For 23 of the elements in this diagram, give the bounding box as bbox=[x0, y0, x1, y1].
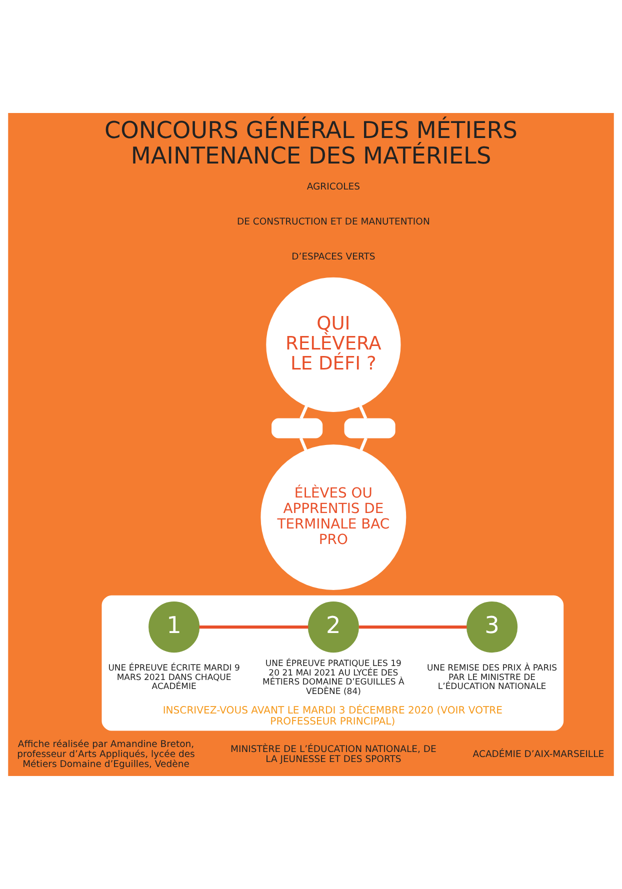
node-box bbox=[344, 418, 396, 438]
connector bbox=[199, 626, 308, 629]
node-label: UNE REMISE DES PRIX À PARIS PAR LE MINISTRE DE L’ÉDUCATION NATIONALE bbox=[427, 664, 558, 692]
label: AGRICOLES bbox=[306, 182, 360, 193]
node-circle: ÉLÈVES OU APPRENTIS DE TERMINALE BAC PRO bbox=[260, 444, 406, 590]
label: Affiche réalisée par Amandine Breton, professeur d’Arts Appliqués, lycée des Métiers Domaine d’Eguilles, Vedène bbox=[17, 739, 195, 770]
node-circle: 3 bbox=[466, 602, 518, 653]
label: MINISTÈRE DE L’ÉDUCATION NATIONALE, DE LA JEUNESSE ET DES SPORTS bbox=[230, 744, 436, 766]
connector bbox=[360, 437, 368, 451]
node-box bbox=[272, 418, 323, 438]
node-label: UNE ÉPREUVE ÉCRITE MARDI 9 MARS 2021 DANS CHAQUE ACADÉMIE bbox=[108, 664, 240, 692]
connector bbox=[358, 626, 467, 629]
diagram-title: CONCOURS GÉNÉRAL DES MÉTIERS MAINTENANCE DES MATÉRIELS bbox=[104, 116, 518, 170]
connector bbox=[358, 406, 368, 420]
connector bbox=[300, 406, 308, 420]
node-label: UNE ÉPREUVE PRATIQUE LES 19 20 21 MAI 2021 AU LYCÉE DES MÉTIERS DOMAINE D’EGUILLES À VEDÈNE (84) bbox=[262, 658, 404, 697]
node-circle: 1 bbox=[148, 602, 200, 653]
node-circle: 2 bbox=[308, 602, 359, 653]
label: ACADÉMIE D’AIX-MARSEILLE bbox=[472, 749, 604, 760]
node-circle: QUI RELÈVERA LE DÉFI ? bbox=[266, 277, 401, 412]
connector bbox=[299, 437, 308, 451]
label: DE CONSTRUCTION ET DE MANUTENTION bbox=[236, 216, 430, 228]
label: D’ESPACES VERTS bbox=[292, 251, 376, 262]
